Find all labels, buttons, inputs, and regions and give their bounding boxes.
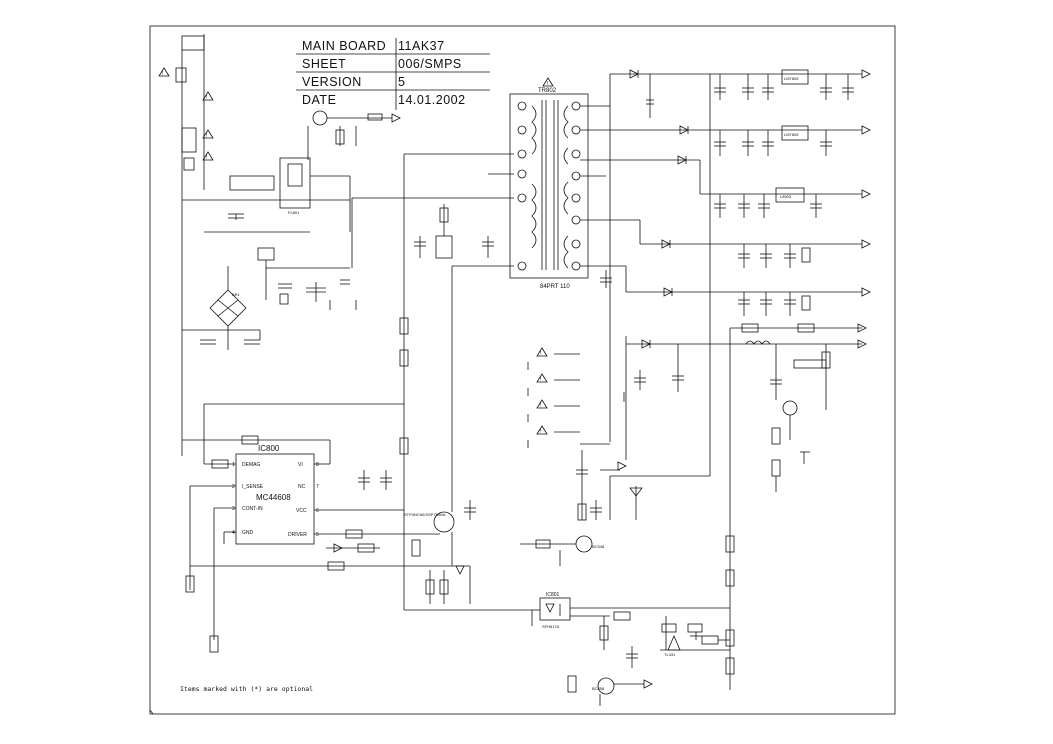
transformer-part-label: 84PRT 110 [540, 284, 570, 290]
regulator-label-1: LM7805 [784, 76, 799, 81]
svg-text:!: ! [547, 81, 548, 87]
title-key: MAIN BOARD [302, 39, 387, 53]
pin-gnd: GND [242, 530, 254, 536]
pin-demag: DEMAG [242, 462, 260, 468]
title-value: 5 [398, 75, 406, 89]
title-block: MAIN BOARD 11AK37 SHEET 006/SMPS VERSION… [296, 38, 490, 110]
svg-text:!: ! [162, 71, 163, 77]
title-key: SHEET [302, 57, 347, 71]
title-row-version: VERSION 5 [296, 74, 490, 92]
svg-text:!: ! [206, 95, 207, 101]
pin-4: 4 [232, 530, 235, 536]
fuse-label: FL801 [288, 210, 300, 215]
pin-6: 6 [316, 508, 319, 514]
sheet-border [149, 25, 896, 715]
pin-5: 5 [316, 532, 319, 538]
pin-nc: NC [298, 484, 306, 490]
title-value: 006/SMPS [398, 57, 462, 71]
regulator-3 [775, 187, 805, 203]
title-row-sheet: SHEET 006/SMPS [296, 56, 490, 74]
regulator-1 [781, 69, 809, 85]
pin-vcc: VCC [296, 508, 307, 514]
transformer-tr802 [509, 93, 589, 279]
regulator-label-2: LM7805 [784, 132, 799, 137]
title-value: 14.01.2002 [398, 93, 466, 107]
transistor-label-1: BC548 [592, 544, 605, 549]
title-row-main-board: MAIN BOARD 11AK37 [296, 38, 490, 56]
transistor-label-2: BC858 [592, 686, 605, 691]
pin-isense: I_SENSE [242, 484, 264, 490]
controller-ic800 [235, 453, 315, 545]
pin-2: 2 [232, 484, 235, 490]
svg-text:!: ! [540, 351, 541, 357]
svg-text:!: ! [206, 133, 207, 139]
pin-8: 8 [316, 462, 319, 468]
zener-label: TL431 [664, 652, 676, 657]
controller-part-label: MC44608 [256, 493, 291, 502]
mosfet-label: STP4NC60/SSP7N60A [404, 512, 446, 517]
optocoupler-ic801 [539, 597, 571, 621]
optional-items-footnote: Items marked with (*) are optional [180, 685, 314, 693]
pin-3: 3 [232, 506, 235, 512]
regulator-2 [781, 125, 809, 141]
controller-label: IC800 [258, 444, 280, 453]
pin-contin: CONT-IN [242, 506, 263, 512]
title-value: 11AK37 [398, 39, 445, 53]
title-row-date: DATE 14.01.2002 [296, 92, 490, 110]
svg-text:!: ! [540, 429, 541, 435]
svg-text:!: ! [540, 403, 541, 409]
pin-1: 1 [232, 462, 235, 468]
transformer-label: TR802 [538, 88, 557, 94]
svg-text:!: ! [206, 155, 207, 161]
optocoupler-label: IC801 [546, 592, 560, 598]
bridge-label: BR1 [232, 292, 241, 297]
title-key: DATE [302, 93, 337, 107]
pin-7: 7 [316, 484, 319, 490]
title-key: VERSION [302, 75, 362, 89]
pin-vi: VI [298, 462, 303, 468]
optocoupler-part-label: SFH617A [542, 624, 560, 629]
svg-text:!: ! [540, 377, 541, 383]
mosfet [433, 511, 455, 533]
pin-driver: DRIVER [288, 532, 307, 538]
regulator-label-3: L8903 [780, 194, 792, 199]
